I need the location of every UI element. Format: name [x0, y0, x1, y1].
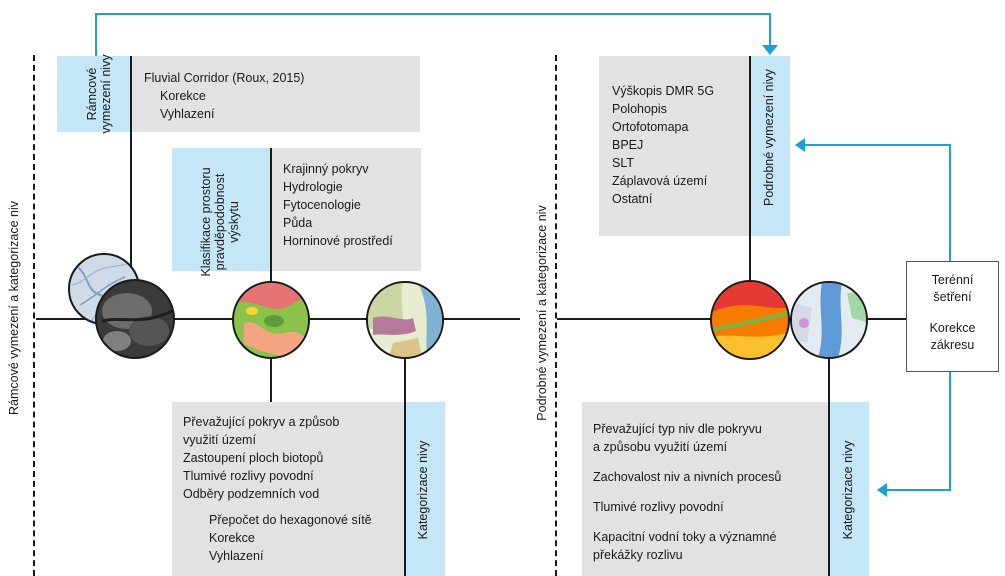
field-to-detail-arrow	[802, 144, 951, 261]
left-cat-subitem: Přepočet do hexagonové sítě	[209, 513, 372, 527]
right-categorization-items: Převažující typ niv dle pokryvu a způsob…	[593, 420, 781, 564]
right-cat-item: a způsobu využití území	[593, 440, 728, 454]
classification-items: Krajinný pokryv Hydrologie Fytocenologie…	[283, 160, 393, 250]
left-cat-subitem: Vyhlazení	[209, 549, 264, 563]
field-survey-label: Terénní šetření Korekce zákresu	[929, 273, 976, 352]
right-cat-item: Zachovalost niv a nivních procesů	[593, 470, 782, 484]
right-cat-item: Kapacitní vodní toky a významné	[593, 530, 777, 544]
frame-item: Fluvial Corridor (Roux, 2015)	[144, 71, 305, 85]
detail-item: Ostatní	[612, 192, 653, 206]
right-categorization-title-box	[829, 402, 869, 576]
detail-item: Ortofotomapa	[612, 120, 689, 134]
left-axis-v2-lower	[270, 357, 272, 402]
right-axis-v1	[749, 56, 751, 282]
classification-item: Fytocenologie	[283, 198, 361, 212]
left-cat-subitem: Korekce	[209, 531, 255, 545]
dem-hillshade-image	[95, 279, 175, 359]
land-cover-map-image	[232, 281, 310, 359]
left-axis-v3	[404, 357, 406, 576]
right-cat-item: Tlumivé rozlivy povodní	[593, 500, 724, 514]
arrowhead-left-icon	[877, 483, 887, 497]
detail-title-box	[750, 56, 790, 236]
left-categorization-title-box	[405, 402, 445, 576]
left-categorization-items: Převažující pokryv a způsob využití územ…	[183, 413, 372, 565]
right-dashed-divider	[555, 55, 557, 576]
arrowhead-left-icon	[795, 138, 805, 152]
classification-title-box	[172, 148, 270, 271]
top-feedback-arrow	[95, 13, 771, 56]
detail-item: BPEJ	[612, 138, 644, 152]
right-cat-item: Převažující typ niv dle pokryvu	[593, 422, 762, 436]
left-cat-item: Převažující pokryv a způsob	[183, 415, 340, 429]
detail-item: SLT	[612, 156, 634, 170]
left-dashed-divider	[33, 55, 35, 576]
dem-elevation-image	[710, 280, 790, 360]
classification-item: Hydrologie	[283, 180, 343, 194]
detail-list-box	[599, 56, 750, 236]
left-categorization-list-box	[172, 402, 405, 576]
left-cat-item: Tlumivé rozlivy povodní	[183, 469, 314, 483]
left-cat-item: Zastoupení ploch biotopů	[183, 451, 324, 465]
detail-item: Výškopis DMR 5G	[612, 84, 715, 98]
frame-item: Korekce	[160, 89, 206, 103]
left-axis-v1	[130, 56, 132, 281]
right-axis-v2	[828, 357, 830, 576]
classification-item: Půda	[283, 216, 313, 230]
classification-item: Horninové prostředí	[283, 234, 393, 248]
classification-list-box	[271, 148, 421, 271]
left-cat-item: Odběry podzemních vod	[183, 487, 320, 501]
frame-list-box	[131, 56, 420, 132]
field-survey-box	[906, 261, 999, 372]
arrowhead-down-icon	[762, 45, 778, 55]
flood-zone-map-image	[790, 281, 868, 359]
frame-title-box	[57, 56, 130, 132]
frame-items: Fluvial Corridor (Roux, 2015) Korekce Vy…	[144, 69, 304, 123]
right-cat-item: překážky rozlivu	[593, 548, 683, 562]
habitat-map-image	[366, 281, 444, 359]
classification-item: Krajinný pokryv	[283, 162, 369, 176]
detail-item: Záplavová území	[612, 174, 708, 188]
right-categorization-list-box	[582, 402, 829, 576]
detail-item: Polohopis	[612, 102, 667, 116]
left-axis-v2	[270, 148, 272, 282]
detail-items: Výškopis DMR 5G Polohopis Ortofotomapa B…	[612, 82, 714, 208]
frame-item: Vyhlazení	[160, 107, 215, 121]
field-to-categorization-arrow	[884, 372, 951, 491]
left-cat-item: využití území	[183, 433, 256, 447]
